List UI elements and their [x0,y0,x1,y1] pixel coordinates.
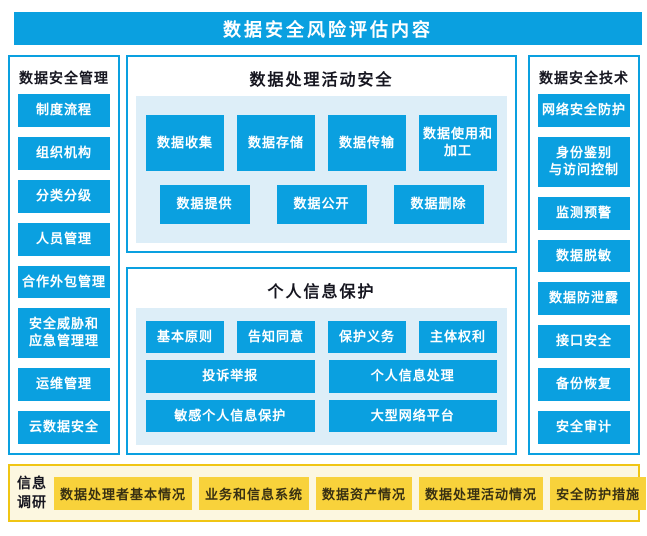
process-row-2: 数据提供 数据公开 数据删除 [146,184,497,224]
diagram-node: 运维管理 [18,368,110,402]
diagram-node: 数据处理者基本情况 [54,476,193,510]
diagram-node: 组织机构 [18,136,110,170]
process-row-1: 数据收集 数据存储 数据传输 数据使用和加工 [146,115,497,172]
survey-bar-label: 信息 调研 [17,475,47,510]
diagram-node: 数据收集 [146,115,224,172]
right-column-box: 数据安全技术 网络安全防护 身份鉴别 与访问控制 监测预警 数据脱敏 数据防泄露… [528,55,640,455]
diagram-node: 网络安全防护 [538,94,630,127]
right-column-items: 网络安全防护 身份鉴别 与访问控制 监测预警 数据脱敏 数据防泄露 接口安全 备… [538,94,630,444]
diagram-node: 数据处理活动情况 [419,476,544,510]
diagram-node: 数据防泄露 [538,282,630,316]
diagram-node: 身份鉴别 与访问控制 [538,136,630,187]
left-column-box: 数据安全管理 制度流程 组织机构 分类分级 人员管理 合作外包管理 安全威胁和 … [8,55,120,455]
diagram-node: 敏感个人信息保护 [146,399,315,433]
survey-bar: 信息 调研 数据处理者基本情况 业务和信息系统 数据资产情况 数据处理活动情况 … [8,464,647,522]
left-column-header: 数据安全管理 [19,70,109,86]
right-column-header: 数据安全技术 [539,70,629,86]
diagram-node: 投诉举报 [146,360,315,393]
personal-info-box: 个人信息保护 基本原则 告知同意 保护义务 主体权利 投诉举报 个人信息处理 敏… [126,267,517,455]
diagram-node: 数据提供 [159,184,250,224]
process-activity-panel: 数据收集 数据存储 数据传输 数据使用和加工 数据提供 数据公开 数据删除 [136,96,507,243]
diagram-node: 安全防护措施 [550,476,647,510]
diagram-node: 安全威胁和 应急管理理 [18,308,110,359]
diagram-node: 制度流程 [18,94,110,127]
diagram-node: 主体权利 [419,320,497,354]
personal-row-1: 基本原则 告知同意 保护义务 主体权利 [146,320,497,354]
diagram-node: 数据使用和加工 [419,115,497,172]
diagram-node: 数据传输 [328,115,406,172]
diagram-title: 数据安全风险评估内容 [223,19,433,40]
diagram-title-banner: 数据安全风险评估内容 [14,12,642,45]
diagram-node: 云数据安全 [18,411,110,444]
diagram-node: 备份恢复 [538,368,630,402]
diagram-node: 业务和信息系统 [199,476,310,510]
process-activity-header: 数据处理活动安全 [249,72,394,89]
diagram-node: 监测预警 [538,196,630,230]
diagram-node: 大型网络平台 [328,399,497,433]
diagram-node: 数据脱敏 [538,239,630,273]
diagram-node: 接口安全 [538,325,630,359]
personal-info-header: 个人信息保护 [267,284,376,301]
diagram-node: 安全审计 [538,411,630,444]
personal-info-panel: 基本原则 告知同意 保护义务 主体权利 投诉举报 个人信息处理 敏感个人信息保护… [136,308,507,445]
diagram-node: 数据公开 [276,184,367,224]
diagram-node: 数据删除 [393,184,484,224]
diagram-node: 合作外包管理 [18,265,110,299]
left-column-items: 制度流程 组织机构 分类分级 人员管理 合作外包管理 安全威胁和 应急管理理 运… [18,94,110,444]
diagram-node: 个人信息处理 [328,360,497,393]
process-activity-box: 数据处理活动安全 数据收集 数据存储 数据传输 数据使用和加工 数据提供 数据公… [126,55,517,253]
diagram-node: 数据资产情况 [316,476,413,510]
personal-row-3: 敏感个人信息保护 大型网络平台 [146,399,497,433]
diagram-node: 分类分级 [18,179,110,213]
diagram-node: 保护义务 [328,320,406,354]
personal-row-2: 投诉举报 个人信息处理 [146,360,497,393]
diagram-node: 告知同意 [237,320,315,354]
diagram-node: 数据存储 [237,115,315,172]
diagram-node: 基本原则 [146,320,224,354]
diagram-node: 人员管理 [18,222,110,256]
